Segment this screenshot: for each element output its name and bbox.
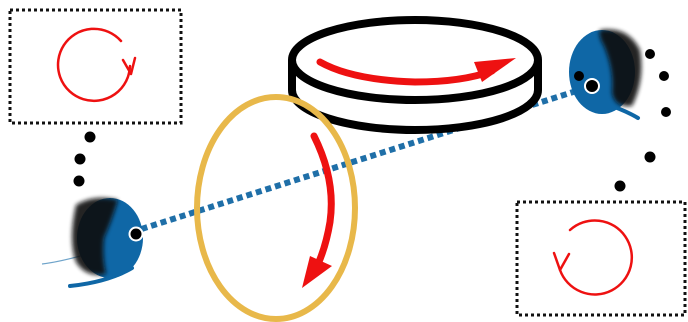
counterclockwise-circle-arrow <box>558 219 634 296</box>
viewer-hair <box>72 197 118 275</box>
viewer-eye <box>574 71 584 81</box>
viewer-hair <box>599 29 642 107</box>
viewer-eye <box>128 226 144 242</box>
disc-rotation-arrow <box>316 58 496 86</box>
rotating-disc <box>288 16 542 134</box>
clockwise-arrowhead <box>121 56 137 76</box>
view-frame <box>515 200 687 317</box>
thought-dots-right <box>614 49 671 192</box>
edge-view-ellipse <box>194 94 358 322</box>
edge-view-arrowhead <box>302 256 332 288</box>
edge-view <box>194 94 358 322</box>
counterclockwise-arrowhead <box>552 251 571 272</box>
clockwise-circle-arrow <box>56 27 132 103</box>
observer-head-left <box>41 197 144 288</box>
view-box-counterclockwise <box>515 200 687 317</box>
observer-head-right <box>569 29 642 120</box>
view-frame <box>8 8 183 125</box>
thought-dots-left <box>73 131 96 187</box>
view-box-clockwise <box>8 8 183 125</box>
edge-view-rotation-arrow <box>310 132 335 268</box>
disc-rotation-arrowhead <box>474 58 516 82</box>
viewer-eye <box>584 78 600 94</box>
